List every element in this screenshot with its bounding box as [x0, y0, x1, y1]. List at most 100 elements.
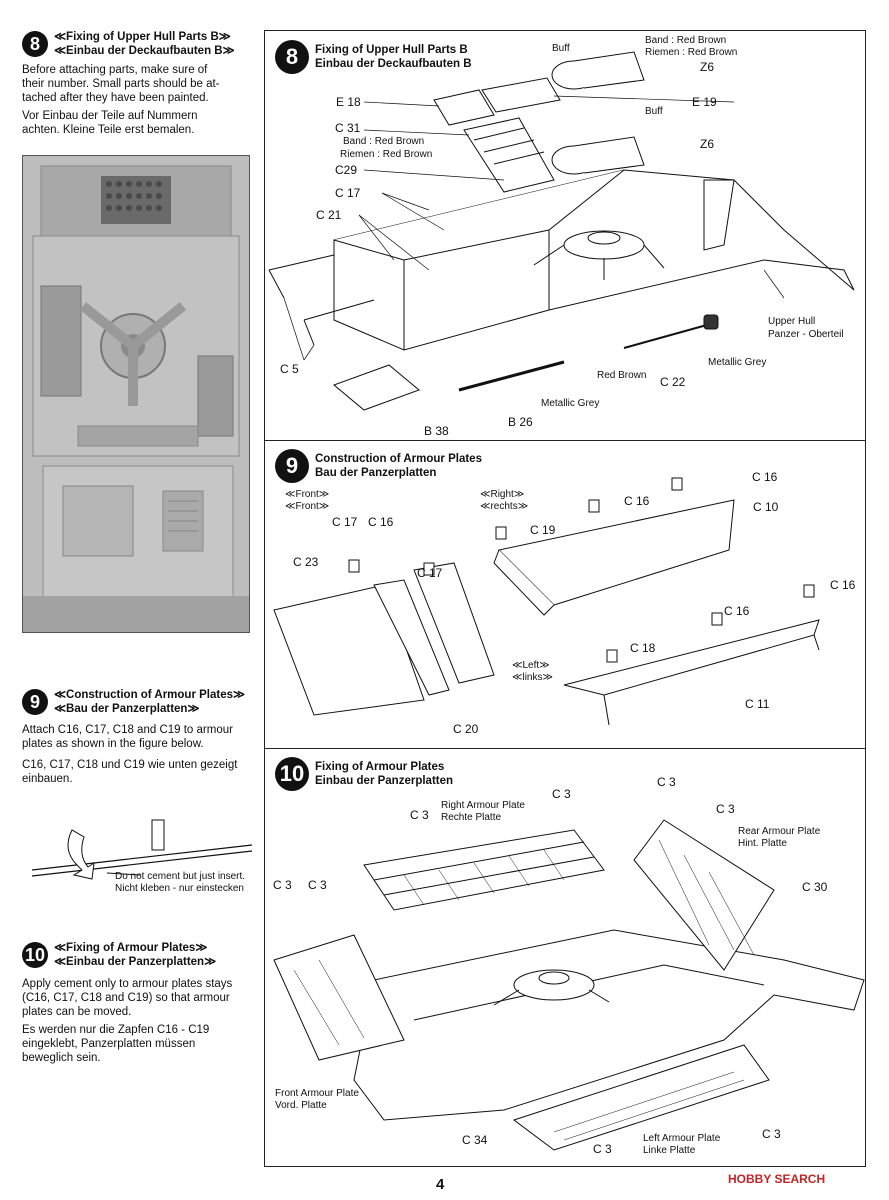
step8-left-number: 8 [22, 31, 48, 57]
label-c3-b: C 3 [552, 787, 571, 801]
label-right-en: ≪Right≫ [480, 489, 525, 500]
step8-left-title-de: ≪Einbau der Deckaufbauten B≫ [54, 45, 235, 57]
step8-text-de-line2: achten. Kleine Teile erst bemalen. [22, 124, 195, 136]
label-front-de: ≪Front≫ [285, 501, 330, 512]
label-riemen-red-brown-2: Riemen : Red Brown [340, 149, 433, 160]
label-c21: C 21 [316, 208, 342, 222]
label-c3-f: C 3 [308, 878, 327, 892]
label-right-de: ≪rechts≫ [480, 501, 529, 512]
diagram-frame [264, 30, 866, 1167]
label-c3-h: C 3 [593, 1142, 612, 1156]
step9-text-de-line1: C16, C17, C18 und C19 wie unten gezeigt [22, 759, 238, 771]
step10-left-text-en: Apply cement only to armour plates stays… [22, 977, 252, 1019]
label-c10: C 10 [753, 500, 779, 514]
step9-diagram-titles: Construction of Armour Plates Bau der Pa… [315, 452, 482, 480]
label-band-red-brown-1: Band : Red Brown [645, 35, 727, 46]
label-right-armour-plate: Right Armour Plate [441, 800, 525, 811]
step10-diagram-title-de: Einbau der Panzerplatten [315, 775, 454, 787]
step8-diagram-number: 8 [275, 40, 309, 74]
step10-text-de-line3: beweglich sein. [22, 1052, 101, 1064]
step10-diagram-titles: Fixing of Armour Plates Einbau der Panze… [315, 760, 453, 788]
label-c19: C 19 [530, 523, 556, 537]
step8-left-header: 8 ≪Fixing of Upper Hull Parts B≫ ≪Einbau… [22, 30, 235, 58]
label-front-armour-plate: Front Armour Plate [275, 1088, 359, 1099]
step9-left-title-en: ≪Construction of Armour Plates≫ [54, 689, 246, 701]
divider-step9-step10 [264, 748, 865, 749]
label-left-en: ≪Left≫ [512, 660, 550, 671]
step8-diagram-header: 8 Fixing of Upper Hull Parts B Einbau de… [275, 40, 472, 74]
step8-text-en-line2: their number. Small parts should be at- [22, 78, 220, 90]
step8-diagram-titles: Fixing of Upper Hull Parts B Einbau der … [315, 43, 472, 71]
label-c3-a: C 3 [657, 775, 676, 789]
label-riemen-red-brown-1: Riemen : Red Brown [645, 47, 738, 58]
label-c20: C 20 [453, 722, 479, 736]
step9-left-titles: ≪Construction of Armour Plates≫ ≪Bau der… [54, 688, 245, 716]
label-metallic-grey-1: Metallic Grey [708, 357, 767, 368]
step8-left-text-en: Before attaching parts, make sure of the… [22, 63, 252, 105]
divider-step8-step9 [264, 440, 865, 441]
label-c5: C 5 [280, 362, 299, 376]
label-c3-d: C 3 [410, 808, 429, 822]
label-c29: C29 [335, 163, 358, 177]
label-band-red-brown-2: Band : Red Brown [343, 136, 425, 147]
label-b26: B 26 [508, 415, 533, 429]
step8-text-en-line3: tached after they have been painted. [22, 92, 209, 104]
insert-note-de: Nicht kleben - nur einstecken [115, 883, 244, 894]
step8-left-titles: ≪Fixing of Upper Hull Parts B≫ ≪Einbau d… [54, 30, 235, 58]
step9-text-en-line1: Attach C16, C17, C18 and C19 to armour [22, 724, 233, 736]
label-z6-a: Z6 [700, 60, 715, 74]
step9-diagram-header: 9 Construction of Armour Plates Bau der … [275, 449, 482, 483]
step8-drawing [268, 51, 855, 411]
label-buff-1: Buff [552, 43, 570, 54]
step8-left-text-de: Vor Einbau der Teile auf Nummern achten.… [22, 109, 252, 137]
label-c31: C 31 [335, 121, 361, 135]
step8-diagram-title-en: Fixing of Upper Hull Parts B [315, 44, 468, 56]
label-c18: C 18 [630, 641, 656, 655]
label-c17: C 17 [335, 186, 361, 200]
step9-left-title-de: ≪Bau der Panzerplatten≫ [54, 703, 200, 715]
label-e19: E 19 [692, 95, 717, 109]
label-c16-e: C 16 [724, 604, 750, 618]
label-front-en: ≪Front≫ [285, 489, 330, 500]
step9-drawing [273, 477, 820, 726]
label-metallic-grey-2: Metallic Grey [541, 398, 600, 409]
step9-left-header: 9 ≪Construction of Armour Plates≫ ≪Bau d… [22, 688, 245, 716]
label-c22: C 22 [660, 375, 686, 389]
label-vord-platte: Vord. Platte [275, 1100, 327, 1111]
watermark: HOBBY SEARCH [728, 1172, 826, 1186]
step10-left-title-de: ≪Einbau der Panzerplatten≫ [54, 956, 217, 968]
label-c3-c: C 3 [716, 802, 735, 816]
insert-detail-drawing [31, 819, 253, 880]
label-c16-c: C 16 [368, 515, 394, 529]
page-number: 4 [436, 1176, 445, 1193]
insert-note: Do not cement but just insert. Nicht kle… [115, 871, 245, 895]
label-c34: C 34 [462, 1133, 488, 1147]
label-left-de: ≪links≫ [512, 672, 553, 683]
step9-left-text-en: Attach C16, C17, C18 and C19 to armour p… [22, 723, 252, 751]
left-column: 8 ≪Fixing of Upper Hull Parts B≫ ≪Einbau… [0, 0, 262, 1200]
label-c3-e: C 3 [273, 878, 292, 892]
label-c17-b: C 17 [417, 566, 443, 580]
hull-photo [22, 155, 250, 633]
step9-left-text-de: C16, C17, C18 und C19 wie unten gezeigt … [22, 758, 252, 786]
step10-text-en-line1: Apply cement only to armour plates stays [22, 978, 233, 990]
step10-diagram-number: 10 [275, 757, 309, 791]
label-c17-a: C 17 [332, 515, 358, 529]
step10-left-title-en: ≪Fixing of Armour Plates≫ [54, 942, 208, 954]
label-c16-a: C 16 [752, 470, 778, 484]
label-c16-d: C 16 [830, 578, 856, 592]
step9-diagram-title-de: Bau der Panzerplatten [315, 467, 437, 479]
label-c11: C 11 [745, 697, 770, 711]
label-red-brown: Red Brown [597, 370, 647, 381]
label-c16-b: C 16 [624, 494, 650, 508]
step8-left-title-en: ≪Fixing of Upper Hull Parts B≫ [54, 31, 231, 43]
label-c3-g: C 3 [762, 1127, 781, 1141]
label-b38: B 38 [424, 424, 449, 438]
step10-left-titles: ≪Fixing of Armour Plates≫ ≪Einbau der Pa… [54, 941, 216, 969]
label-linke-platte: Linke Platte [643, 1145, 696, 1156]
step10-text-de-line1: Es werden nur die Zapfen C16 - C19 [22, 1024, 210, 1036]
label-panzer-oberteil: Panzer - Oberteil [768, 329, 844, 340]
label-rechte-platte: Rechte Platte [441, 812, 502, 823]
step10-text-en-line2: (C16, C17, C18 and C19) so that armour [22, 992, 230, 1004]
label-left-armour-plate: Left Armour Plate [643, 1133, 721, 1144]
